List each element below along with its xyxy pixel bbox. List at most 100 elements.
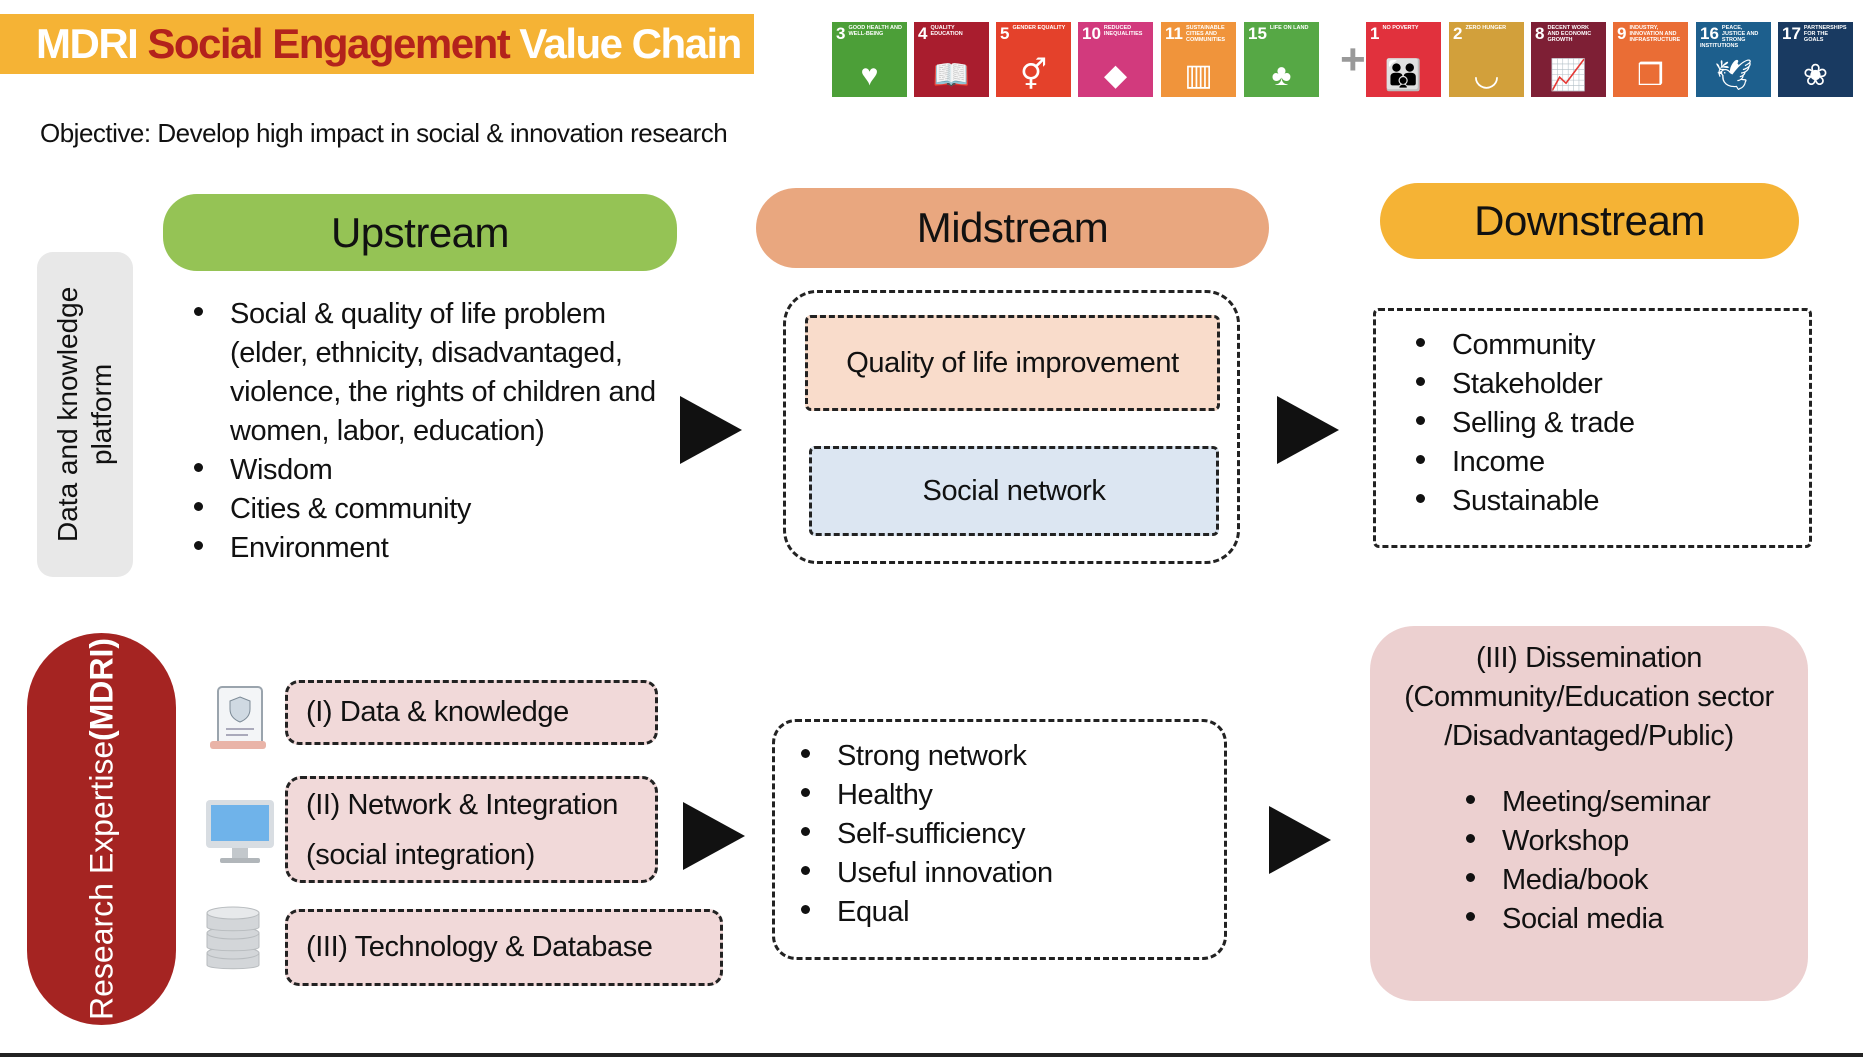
- list-item: Meeting/seminar: [1466, 783, 1711, 822]
- growth-chart-icon: 📈: [1549, 59, 1588, 92]
- midstream-label: Midstream: [916, 204, 1109, 251]
- sdg-number: 15: [1248, 24, 1267, 43]
- dissemination-title-line: (III) Dissemination: [1475, 642, 1703, 674]
- dissemination-title-line: (Community/Education sector: [1404, 681, 1774, 713]
- sdg-11-tile: 11Sustainable Cities and Communities▥: [1161, 22, 1236, 97]
- sdg-label: Sustainable Cities and Communities: [1185, 25, 1226, 43]
- family-icon: 👪: [1384, 59, 1423, 92]
- title-social-engagement: Social Engagement: [147, 20, 510, 67]
- buildings-icon: ▥: [1184, 59, 1213, 92]
- sdg-label: Decent Work and Economic Growth: [1547, 25, 1592, 43]
- sdg-label: Good Health and Well-Being: [848, 25, 902, 37]
- upstream-header: Upstream: [163, 194, 677, 271]
- bottom-border: [0, 1053, 1863, 1057]
- rings-icon: ❀: [1802, 59, 1829, 92]
- list-item: Healthy: [801, 776, 1053, 815]
- list-item: Workshop: [1466, 822, 1710, 861]
- downstream-header: Downstream: [1380, 183, 1799, 259]
- sdg-1-tile: 1No Poverty👪: [1366, 22, 1441, 97]
- arrow-right-icon: [1277, 396, 1339, 464]
- upstream-list: Social & quality of life problem (elder,…: [194, 295, 664, 568]
- quality-of-life-box: Quality of life improvement: [805, 315, 1220, 411]
- plus-icon: +: [1340, 35, 1366, 84]
- sdg-15-tile: 15Life on Land ♣: [1244, 22, 1319, 97]
- midstream-header: Midstream: [756, 188, 1269, 268]
- dissemination-title: (III) Dissemination (Community/Education…: [1370, 639, 1808, 756]
- network-integration-box: (II) Network & Integration (social integr…: [285, 776, 658, 883]
- sdg-label: Zero Hunger: [1465, 25, 1507, 31]
- equality-icon: ◆: [1103, 59, 1128, 92]
- upstream-label: Upstream: [330, 208, 510, 256]
- list-item: Useful innovation: [801, 854, 1053, 893]
- social-integration-text: (social integration): [306, 838, 535, 871]
- sdg-17-tile: 17Partnerships for the Goals ❀: [1778, 22, 1853, 97]
- page-title: MDRI Social Engagement Value Chain: [0, 14, 754, 74]
- sdg-number: 3: [836, 24, 846, 43]
- arrow-right-icon: [680, 396, 742, 464]
- sdg-label: Life on Land: [1269, 25, 1309, 31]
- sdg-label: Partnerships for the Goals: [1803, 25, 1847, 43]
- mdri-label: (MDRI): [83, 637, 120, 741]
- list-item: Stakeholder: [1416, 365, 1635, 404]
- heartbeat-icon: ♥: [860, 59, 879, 92]
- list-item: Cities & community: [194, 490, 664, 529]
- arrow-right-icon: [1269, 806, 1331, 874]
- computer-monitor-icon: [206, 800, 274, 863]
- list-item: Wisdom: [194, 451, 664, 490]
- side-label-text: Data and knowledge platform: [52, 286, 117, 543]
- sdg-number: 9: [1617, 24, 1627, 43]
- network-integration-text: (II) Network & Integration: [306, 788, 618, 821]
- list-item: Social media: [1466, 900, 1710, 939]
- database-icon: [206, 906, 260, 970]
- sdg-number: 1: [1370, 24, 1380, 43]
- sdg-label: Industry, Innovation and Infrastructure: [1629, 25, 1681, 43]
- list-item: Community: [1416, 326, 1635, 365]
- sdg-9-tile: 9Industry, Innovation and Infrastructure…: [1613, 22, 1688, 97]
- sdg-number: 10: [1082, 24, 1101, 43]
- sdg-number: 17: [1782, 24, 1801, 43]
- sdg-2-tile: 2Zero Hunger◡: [1449, 22, 1524, 97]
- research-expertise-pill: Research Expertise (MDRI): [27, 633, 176, 1025]
- midstream-group: [783, 290, 1240, 564]
- data-knowledge-box: (I) Data & knowledge: [285, 680, 658, 745]
- arrow-right-icon: [683, 802, 745, 870]
- title-mdri: MDRI: [36, 20, 139, 67]
- objective-text: Objective: Develop high impact in social…: [40, 118, 728, 148]
- data-knowledge-platform-label: Data and knowledge platform: [37, 252, 133, 577]
- dissemination-box: (III) Dissemination (Community/Education…: [1370, 626, 1808, 1001]
- list-item: Social & quality of life problem (elder,…: [194, 295, 664, 451]
- sdg-8-tile: 8Decent Work and Economic Growth 📈: [1531, 22, 1606, 97]
- dove-icon: 🕊: [1714, 59, 1753, 92]
- sdg-4-tile: 4Quality Education📖: [914, 22, 989, 97]
- sdg-label: Peace, Justice and Strong Institutions: [1700, 25, 1759, 49]
- bowl-icon: ◡: [1473, 59, 1500, 92]
- sdg-number: 4: [918, 24, 928, 43]
- cubes-icon: ❒: [1637, 59, 1664, 92]
- gender-icon: ⚥: [1019, 59, 1048, 92]
- list-item: Strong network: [801, 737, 1053, 776]
- social-network-text: Social network: [922, 474, 1106, 507]
- sdg-label: Gender Equality: [1012, 25, 1066, 31]
- sdg-number: 8: [1535, 24, 1545, 43]
- list-item: Selling & trade: [1416, 404, 1635, 443]
- technology-database-text: (III) Technology & Database: [306, 931, 653, 963]
- title-value-chain: Value Chain: [519, 20, 742, 67]
- list-item: Environment: [194, 529, 664, 568]
- research-expertise-label: Research Expertise: [83, 740, 120, 1021]
- list-item: Income: [1416, 443, 1635, 482]
- sdg-number: 16: [1700, 24, 1719, 43]
- data-knowledge-text: (I) Data & knowledge: [306, 696, 569, 728]
- dissemination-title-line: /Disadvantaged/Public): [1444, 720, 1734, 752]
- document-icon: [210, 686, 266, 749]
- sdg-10-tile: 10Reduced Inequalities◆: [1078, 22, 1153, 97]
- list-item: Media/book: [1466, 861, 1710, 900]
- downstream-label: Downstream: [1474, 197, 1705, 244]
- sdg-label: Quality Education: [930, 25, 963, 37]
- social-network-box: Social network: [809, 446, 1219, 536]
- tree-icon: ♣: [1271, 59, 1292, 92]
